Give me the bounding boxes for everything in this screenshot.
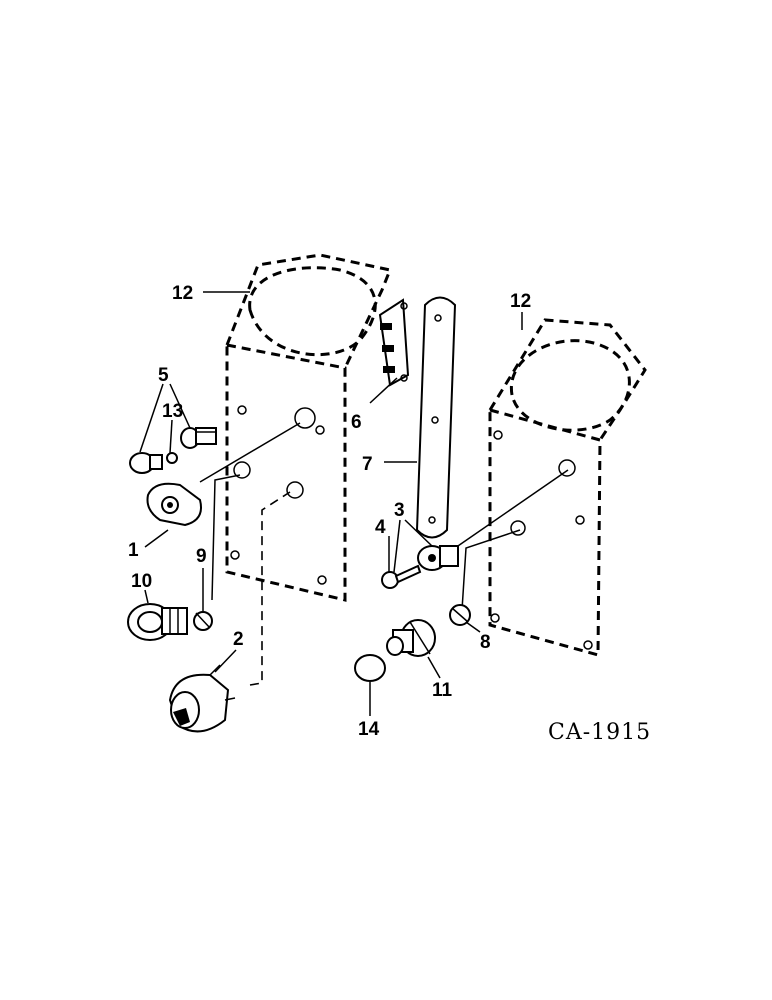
callout-8: 8: [480, 632, 491, 653]
callout-10: 10: [131, 571, 152, 592]
callout-6: 6: [351, 412, 362, 433]
pilot-lamp: [386, 619, 436, 657]
rotary-switch: [168, 664, 236, 733]
right-instrument-panel: [488, 318, 647, 657]
terminal-block: [378, 298, 410, 387]
left-instrument-panel: [225, 253, 393, 602]
ignition-switch: [381, 545, 459, 589]
small-bulb: [193, 611, 213, 631]
leader-lines: [139, 291, 523, 716]
wiring-lines: [199, 422, 569, 686]
gauge-flange: [146, 482, 202, 527]
callout-7: 7: [362, 454, 373, 475]
callout-2: 2: [233, 629, 244, 650]
small-bulb-right: [449, 604, 471, 626]
figure-code: CA-1915: [548, 720, 651, 745]
callout-labels: 12 12 5 13 1 10 9 2 6 7 3 4 8 11 14: [128, 283, 531, 740]
callout-1: 1: [128, 540, 139, 561]
callout-3: 3: [394, 500, 405, 521]
mounting-strap: [415, 296, 457, 539]
callout-9: 9: [196, 546, 207, 567]
lamp-lens: [354, 654, 386, 682]
callout-12a: 12: [172, 283, 193, 304]
callout-13: 13: [162, 401, 183, 422]
callout-5: 5: [158, 365, 169, 386]
callout-11: 11: [432, 680, 453, 701]
indicator-lamp-assembly: [129, 427, 217, 474]
callout-12b: 12: [510, 291, 531, 312]
large-lamp: [127, 603, 188, 641]
callout-14: 14: [358, 719, 380, 740]
callout-4: 4: [375, 517, 386, 538]
